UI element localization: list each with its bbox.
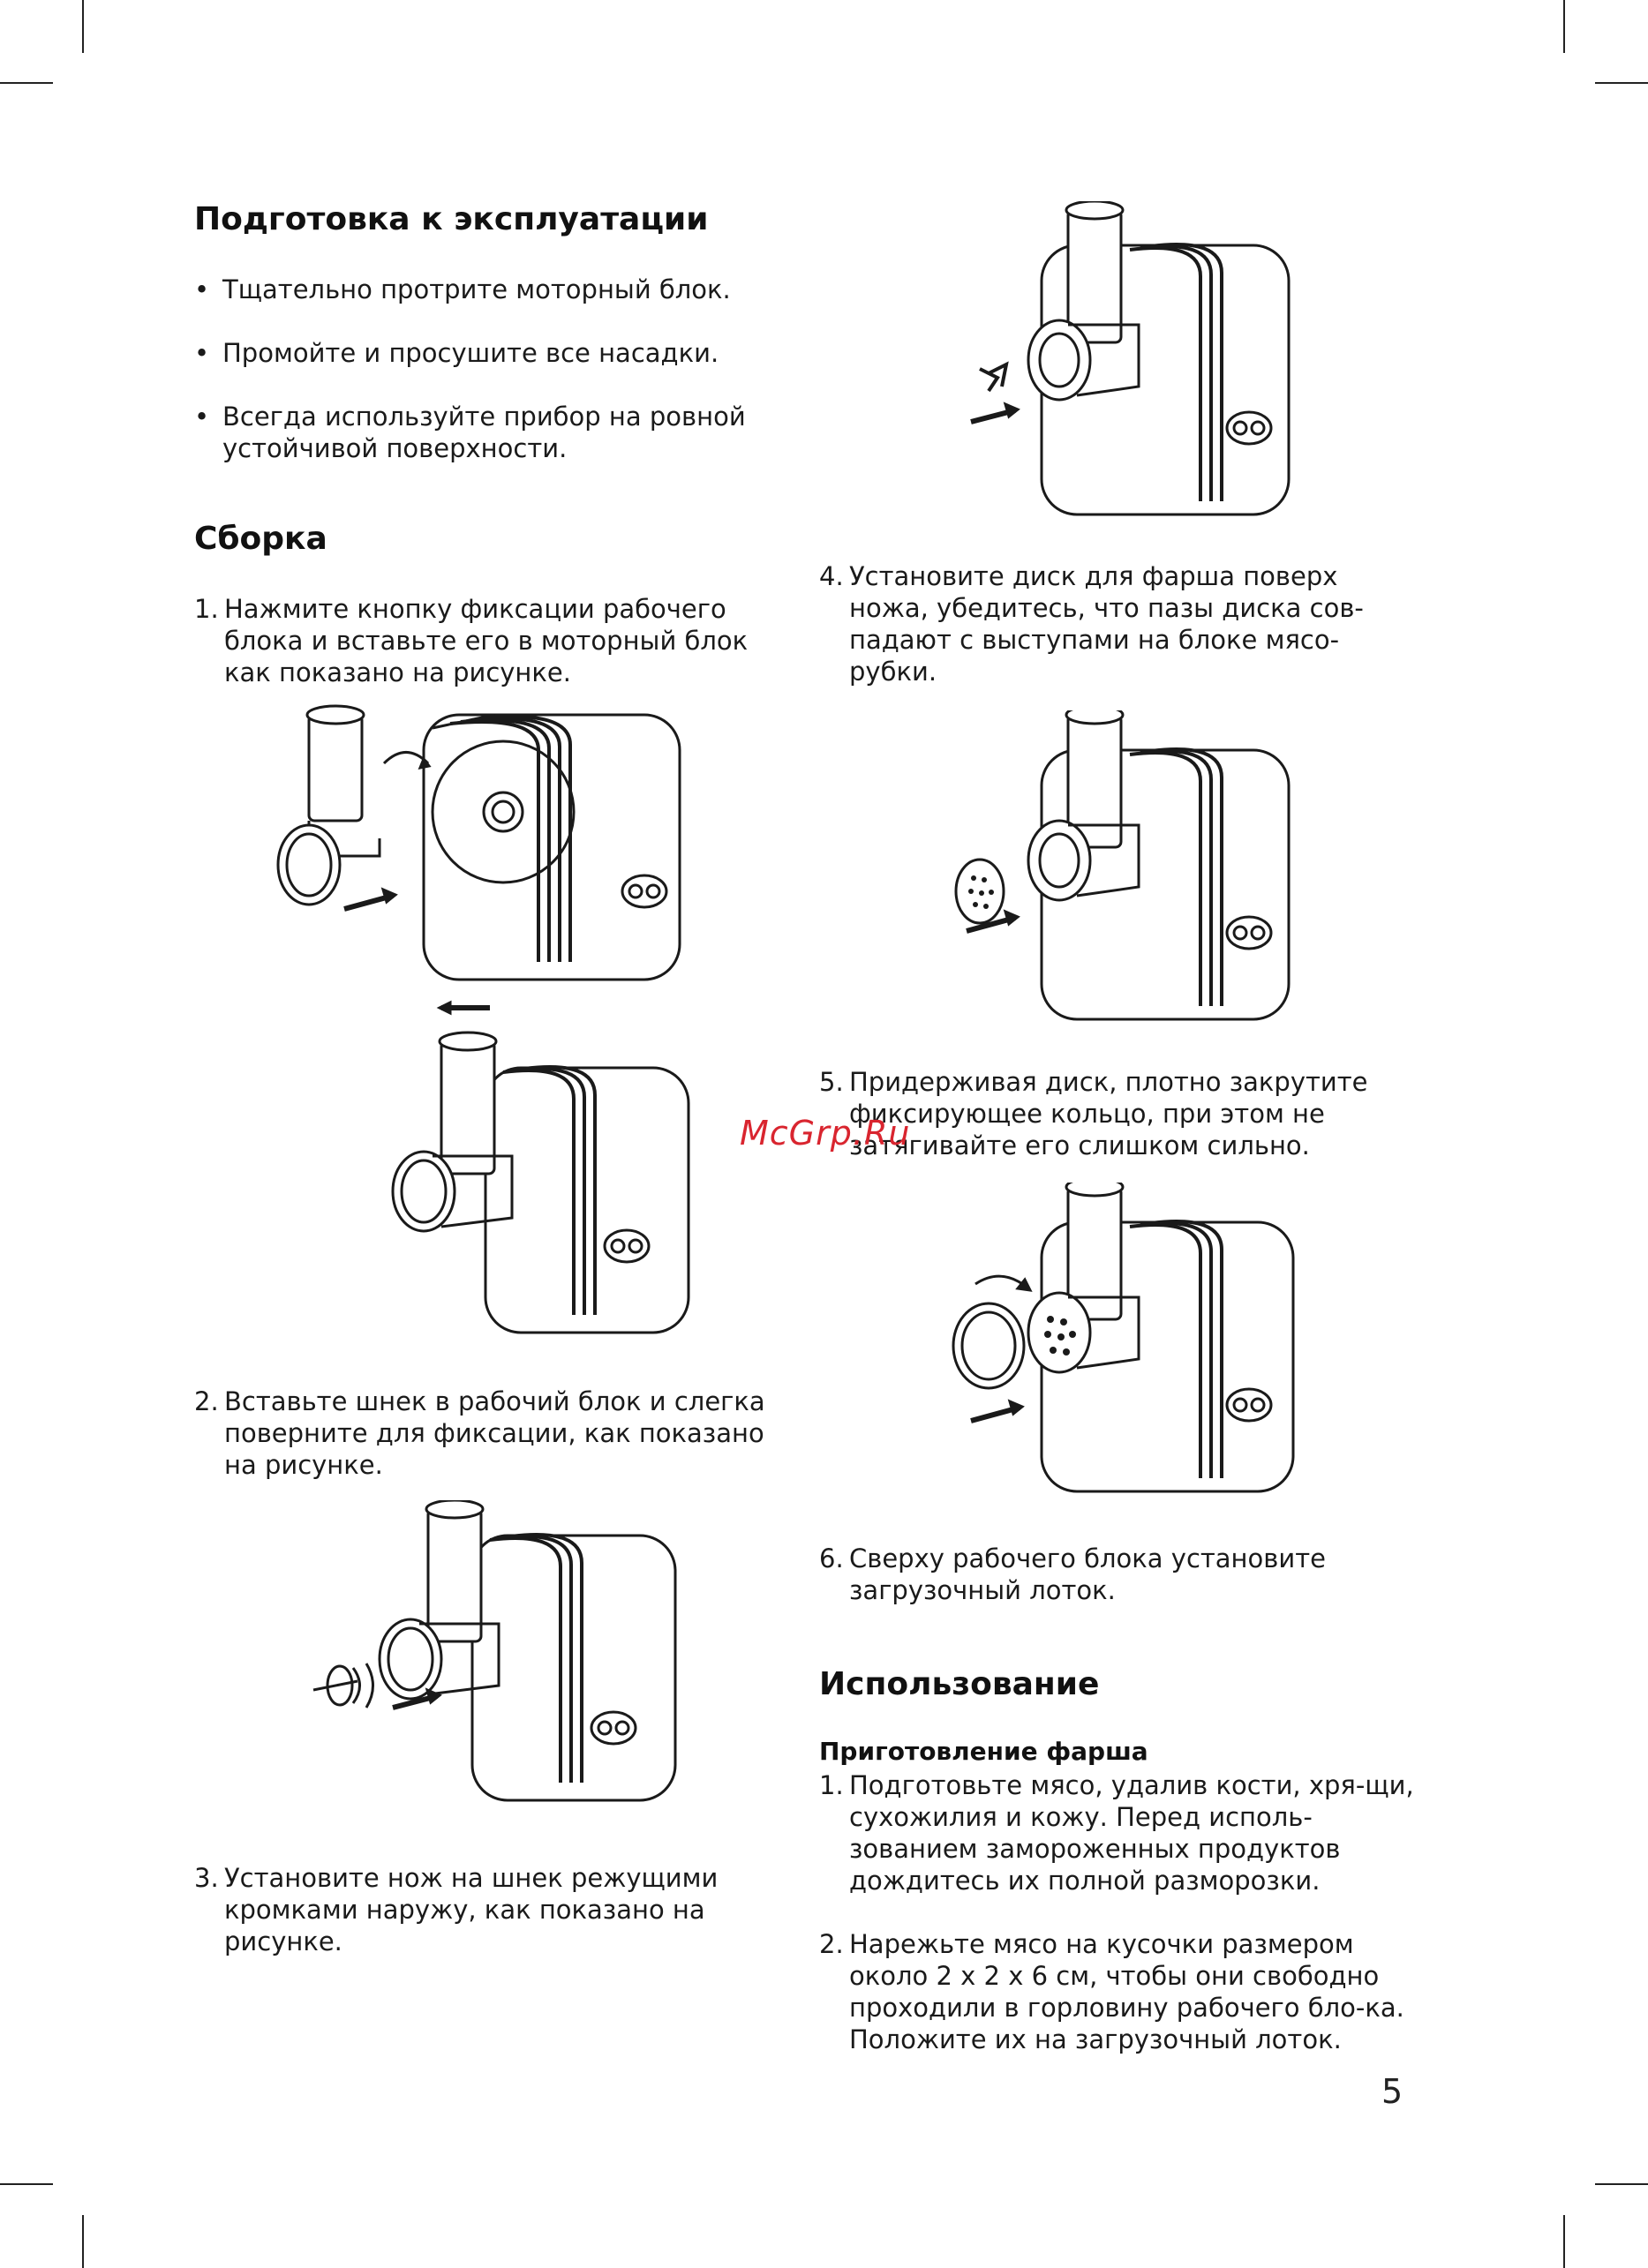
bullet-dot: • xyxy=(194,274,210,304)
bullet-item: • Промойте и просушите все насадки. xyxy=(194,337,794,369)
bullet-item: • Тщательно протрите моторный блок. xyxy=(194,274,794,305)
crop-mark xyxy=(82,0,84,53)
figure-step-2 xyxy=(305,1500,684,1818)
figure-step-1 xyxy=(274,697,689,997)
assembly-step-5: 5. Придерживая диск, плотно закрутите фи… xyxy=(819,1066,1419,1161)
step-text: Установите нож на шнек режущими кромками… xyxy=(224,1863,719,1956)
step-text: Нажмите кнопку фиксации рабочего блока и… xyxy=(224,594,749,687)
step-text: Сверху рабочего блока установите загрузо… xyxy=(849,1543,1326,1605)
subsection-title-mince: Приготовление фарша xyxy=(819,1737,1148,1766)
step-number: 1. xyxy=(819,1770,844,1800)
step-text: Придерживая диск, плотно закрутите фикси… xyxy=(849,1067,1368,1160)
assembly-step-4: 4. Установите диск для фарша поверх ножа… xyxy=(819,560,1419,687)
step-number: 2. xyxy=(194,1386,219,1416)
assembly-step-3: 3. Установите нож на шнек режущими кромк… xyxy=(194,1862,786,1957)
step-number: 6. xyxy=(819,1543,844,1573)
watermark: McGrp.Ru xyxy=(740,1114,911,1153)
usage-step-2: 2. Нарежьте мясо на кусочки размером око… xyxy=(819,1928,1419,2055)
step-number: 4. xyxy=(819,561,844,591)
assembly-step-1: 1. Нажмите кнопку фиксации рабочего блок… xyxy=(194,593,786,688)
page-number: 5 xyxy=(1381,2072,1403,2111)
step-number: 3. xyxy=(194,1863,219,1893)
section-title-prep: Подготовка к эксплуатации xyxy=(194,201,709,237)
step-number: 1. xyxy=(194,594,219,624)
step-text: Установите диск для фарша поверх ножа, у… xyxy=(849,561,1364,687)
bullet-dot: • xyxy=(194,402,210,432)
figure-step-4 xyxy=(949,710,1298,1037)
step-text: Нарежьте мясо на кусочки размером около … xyxy=(849,1929,1404,2054)
bullet-item: • Всегда используйте прибор на ровной ус… xyxy=(194,401,794,464)
crop-mark xyxy=(1595,82,1648,84)
bullet-dot: • xyxy=(194,338,210,368)
crop-mark xyxy=(1595,2183,1648,2185)
bullet-text: Всегда используйте прибор на ровной усто… xyxy=(222,402,746,463)
crop-mark xyxy=(1563,0,1565,53)
assembly-step-6: 6. Сверху рабочего блока установите загр… xyxy=(819,1543,1419,1606)
bullet-text: Промойте и просушите все насадки. xyxy=(222,338,719,368)
figure-step-3 xyxy=(962,201,1298,528)
crop-mark xyxy=(0,2183,53,2185)
figure-step-5 xyxy=(940,1183,1302,1509)
assembly-step-2: 2. Вставьте шнек в рабочий блок и слегка… xyxy=(194,1386,786,1481)
crop-mark xyxy=(82,2215,84,2268)
figure-step-1-assembled xyxy=(388,997,697,1350)
step-number: 2. xyxy=(819,1929,844,1959)
usage-step-1: 1. Подготовьте мясо, удалив кости, хря-щ… xyxy=(819,1769,1419,1896)
crop-mark xyxy=(0,82,53,84)
section-title-assembly: Сборка xyxy=(194,521,327,557)
bullet-text: Тщательно протрите моторный блок. xyxy=(222,274,731,304)
crop-mark xyxy=(1563,2215,1565,2268)
section-title-usage: Использование xyxy=(819,1666,1100,1702)
step-number: 5. xyxy=(819,1067,844,1097)
step-text: Подготовьте мясо, удалив кости, хря-щи, … xyxy=(849,1770,1414,1896)
step-text: Вставьте шнек в рабочий блок и слегка по… xyxy=(224,1386,765,1480)
